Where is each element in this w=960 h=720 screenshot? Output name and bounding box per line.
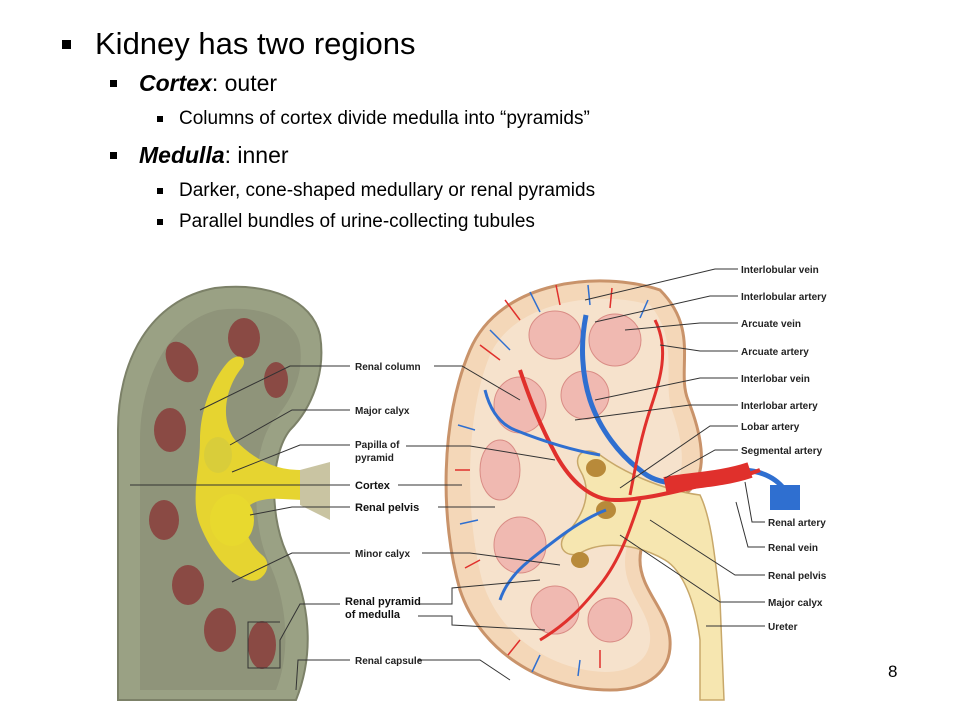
label-arcuate-vein: Arcuate vein: [741, 319, 801, 330]
bullet-cortex: Cortex: outer: [110, 70, 277, 97]
cortex-description: : outer: [211, 70, 278, 96]
label-arcuate-artery: Arcuate artery: [741, 347, 809, 358]
label-interlobar-vein: Interlobar vein: [741, 374, 810, 385]
bullet-main: Kidney has two regions: [62, 26, 416, 62]
kidney-illustration: [444, 279, 800, 701]
label-renal-pyramid-line-1: Renal pyramid: [345, 596, 421, 608]
label-lobar-artery: Lobar artery: [741, 422, 800, 433]
bullet-square-icon: [157, 219, 163, 225]
bullet-square-icon: [110, 80, 117, 87]
medulla-detail-2-text: Parallel bundles of urine-collecting tub…: [179, 211, 535, 232]
label-minor-calyx: Minor calyx: [355, 549, 410, 560]
kidney-photo: [117, 285, 330, 701]
label-cortex: Cortex: [355, 480, 391, 492]
bullet-medulla-detail-2: Parallel bundles of urine-collecting tub…: [157, 211, 535, 233]
label-major-calyx-right: Major calyx: [768, 598, 823, 609]
label-major-calyx-left: Major calyx: [355, 406, 410, 417]
label-segmental-artery: Segmental artery: [741, 446, 823, 457]
label-renal-column: Renal column: [355, 362, 421, 373]
leader-lines: [130, 268, 765, 691]
label-renal-artery: Renal artery: [768, 518, 826, 529]
medulla-detail-1-text: Darker, cone-shaped medullary or renal p…: [179, 180, 596, 201]
label-interlobular-vein: Interlobular vein: [741, 265, 819, 276]
label-ureter: Ureter: [768, 622, 798, 633]
page-number: 8: [888, 662, 898, 681]
bullet-cortex-detail: Columns of cortex divide medulla into “p…: [157, 108, 590, 130]
label-papilla-line-2: pyramid: [355, 453, 394, 464]
label-papilla-line-1: Papilla of: [355, 440, 400, 451]
label-interlobar-artery: Interlobar artery: [741, 401, 818, 412]
label-renal-pelvis-left: Renal pelvis: [355, 502, 419, 514]
label-interlobular-artery: Interlobular artery: [741, 292, 827, 303]
label-renal-vein: Renal vein: [768, 543, 818, 554]
bullet-main-text: Kidney has two regions: [95, 26, 416, 61]
cortex-detail-text: Columns of cortex divide medulla into “p…: [179, 108, 590, 129]
label-renal-capsule: Renal capsule: [355, 656, 423, 667]
bullet-square-icon: [157, 116, 163, 122]
cortex-term: Cortex: [139, 70, 212, 96]
bullet-medulla: Medulla: inner: [110, 142, 289, 169]
bullet-medulla-detail-1: Darker, cone-shaped medullary or renal p…: [157, 180, 595, 202]
medulla-term: Medulla: [139, 142, 225, 168]
bullet-square-icon: [157, 188, 163, 194]
label-renal-pyramid-line-2: of medulla: [345, 609, 401, 621]
medulla-description: : inner: [224, 142, 289, 168]
bullet-square-icon: [110, 152, 117, 159]
bullet-square-icon: [62, 39, 71, 49]
label-renal-pelvis-right: Renal pelvis: [768, 571, 827, 582]
